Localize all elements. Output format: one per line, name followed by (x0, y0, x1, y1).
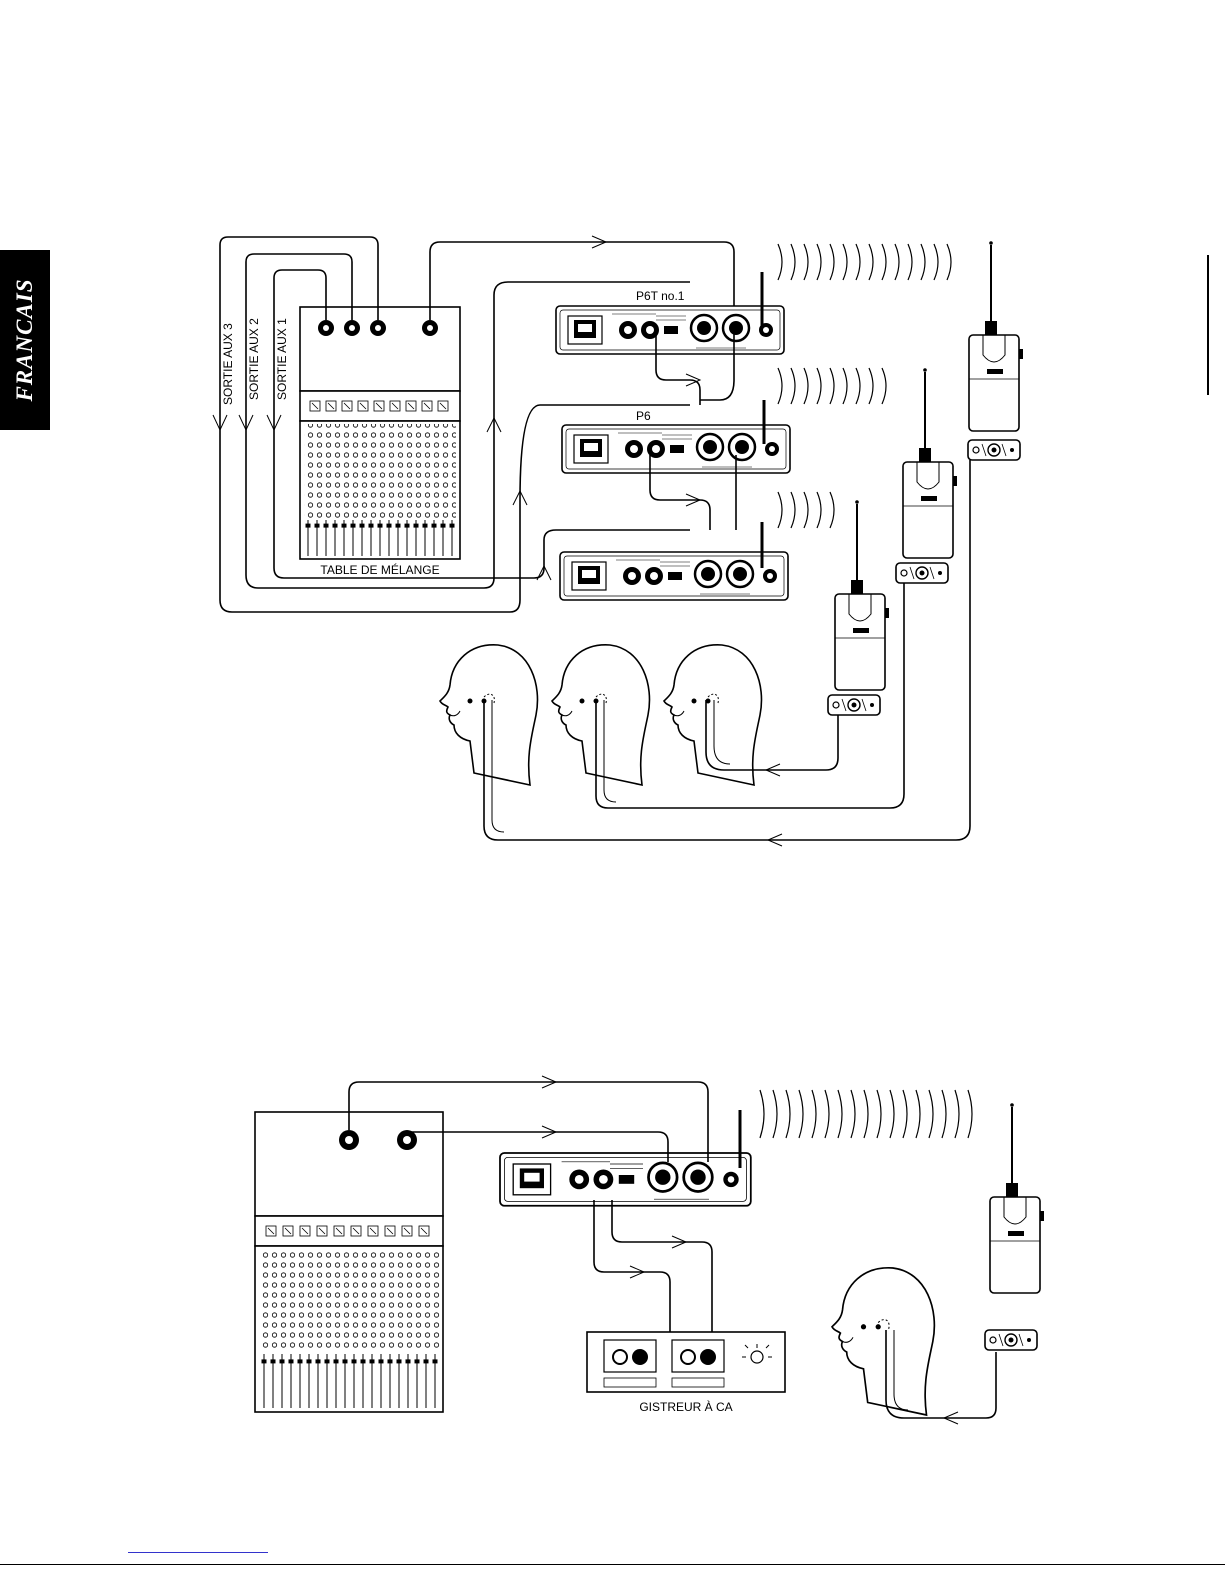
radio-wave (812, 1090, 816, 1138)
bodypack-receiver-1 (969, 241, 1023, 431)
radio-wave (895, 244, 899, 280)
bodypack-receiver-2 (903, 368, 957, 558)
radio-wave (882, 368, 886, 404)
radio-wave (778, 492, 782, 528)
radio-wave (778, 244, 782, 280)
radio-wave (817, 244, 821, 280)
transmitter-unit-bottom (500, 1153, 751, 1206)
radio-wave (830, 368, 834, 404)
mixer-label: TABLE DE MÉLANGE (320, 562, 439, 577)
bodypack-receiver-bottom (990, 1103, 1044, 1293)
cassette-recorder (587, 1332, 785, 1392)
radio-wave (934, 244, 938, 280)
radio-wave (916, 1090, 920, 1138)
radio-wave (804, 244, 808, 280)
radio-wave (890, 1090, 894, 1138)
radio-wave (843, 368, 847, 404)
radio-wave (908, 244, 912, 280)
radio-wave (817, 368, 821, 404)
aux-label-3: SORTIE AUX 3 (221, 323, 235, 405)
radio-wave (778, 368, 782, 404)
radio-wave (903, 1090, 907, 1138)
radio-wave (856, 244, 860, 280)
listener-head-2 (552, 645, 649, 785)
radio-wave (921, 244, 925, 280)
radio-wave (804, 492, 808, 528)
recorder-label: GISTREUR À CA (639, 1399, 732, 1414)
radio-wave (968, 1090, 972, 1138)
radio-wave (825, 1090, 829, 1138)
belt-unit-3 (828, 695, 880, 715)
radio-wave (830, 492, 834, 528)
radio-wave (869, 368, 873, 404)
transmitter-unit-3 (560, 552, 788, 600)
radio-wave (843, 244, 847, 280)
belt-unit-1 (968, 440, 1020, 460)
radio-wave (830, 244, 834, 280)
radio-wave (929, 1090, 933, 1138)
transmitter-label-2: P6 (636, 409, 651, 423)
radio-wave (791, 492, 795, 528)
aux-label-2: SORTIE AUX 2 (247, 318, 261, 400)
listener-head-bottom (832, 1268, 934, 1415)
radio-wave (942, 1090, 946, 1138)
radio-wave (791, 244, 795, 280)
radio-wave (869, 244, 873, 280)
radio-wave (817, 492, 821, 528)
radio-wave (791, 368, 795, 404)
listener-head-1 (440, 645, 537, 785)
radio-wave (773, 1090, 777, 1138)
radio-wave (804, 368, 808, 404)
footer-link-underline (128, 1552, 268, 1553)
radio-wave (760, 1090, 764, 1138)
belt-unit-bottom (985, 1330, 1037, 1350)
radio-wave (786, 1090, 790, 1138)
radio-wave (882, 244, 886, 280)
transmitter-label-1: P6T no.1 (636, 289, 685, 303)
mixing-console-top: TABLE DE MÉLANGE (300, 307, 460, 577)
radio-wave (799, 1090, 803, 1138)
radio-wave (838, 1090, 842, 1138)
transmitter-unit-1 (556, 306, 784, 354)
belt-unit-2 (896, 563, 948, 583)
listener-head-3 (664, 645, 761, 785)
radio-wave (955, 1090, 959, 1138)
transmitter-unit-2 (562, 425, 790, 473)
radio-wave (947, 244, 951, 280)
radio-wave (856, 368, 860, 404)
mixing-console-bottom (255, 1112, 443, 1412)
radio-wave (877, 1090, 881, 1138)
radio-wave (864, 1090, 868, 1138)
aux-label-1: SORTIE AUX 1 (275, 318, 289, 400)
footer-rule (0, 1564, 1225, 1565)
radio-wave (851, 1090, 855, 1138)
bodypack-receiver-3 (835, 500, 889, 690)
